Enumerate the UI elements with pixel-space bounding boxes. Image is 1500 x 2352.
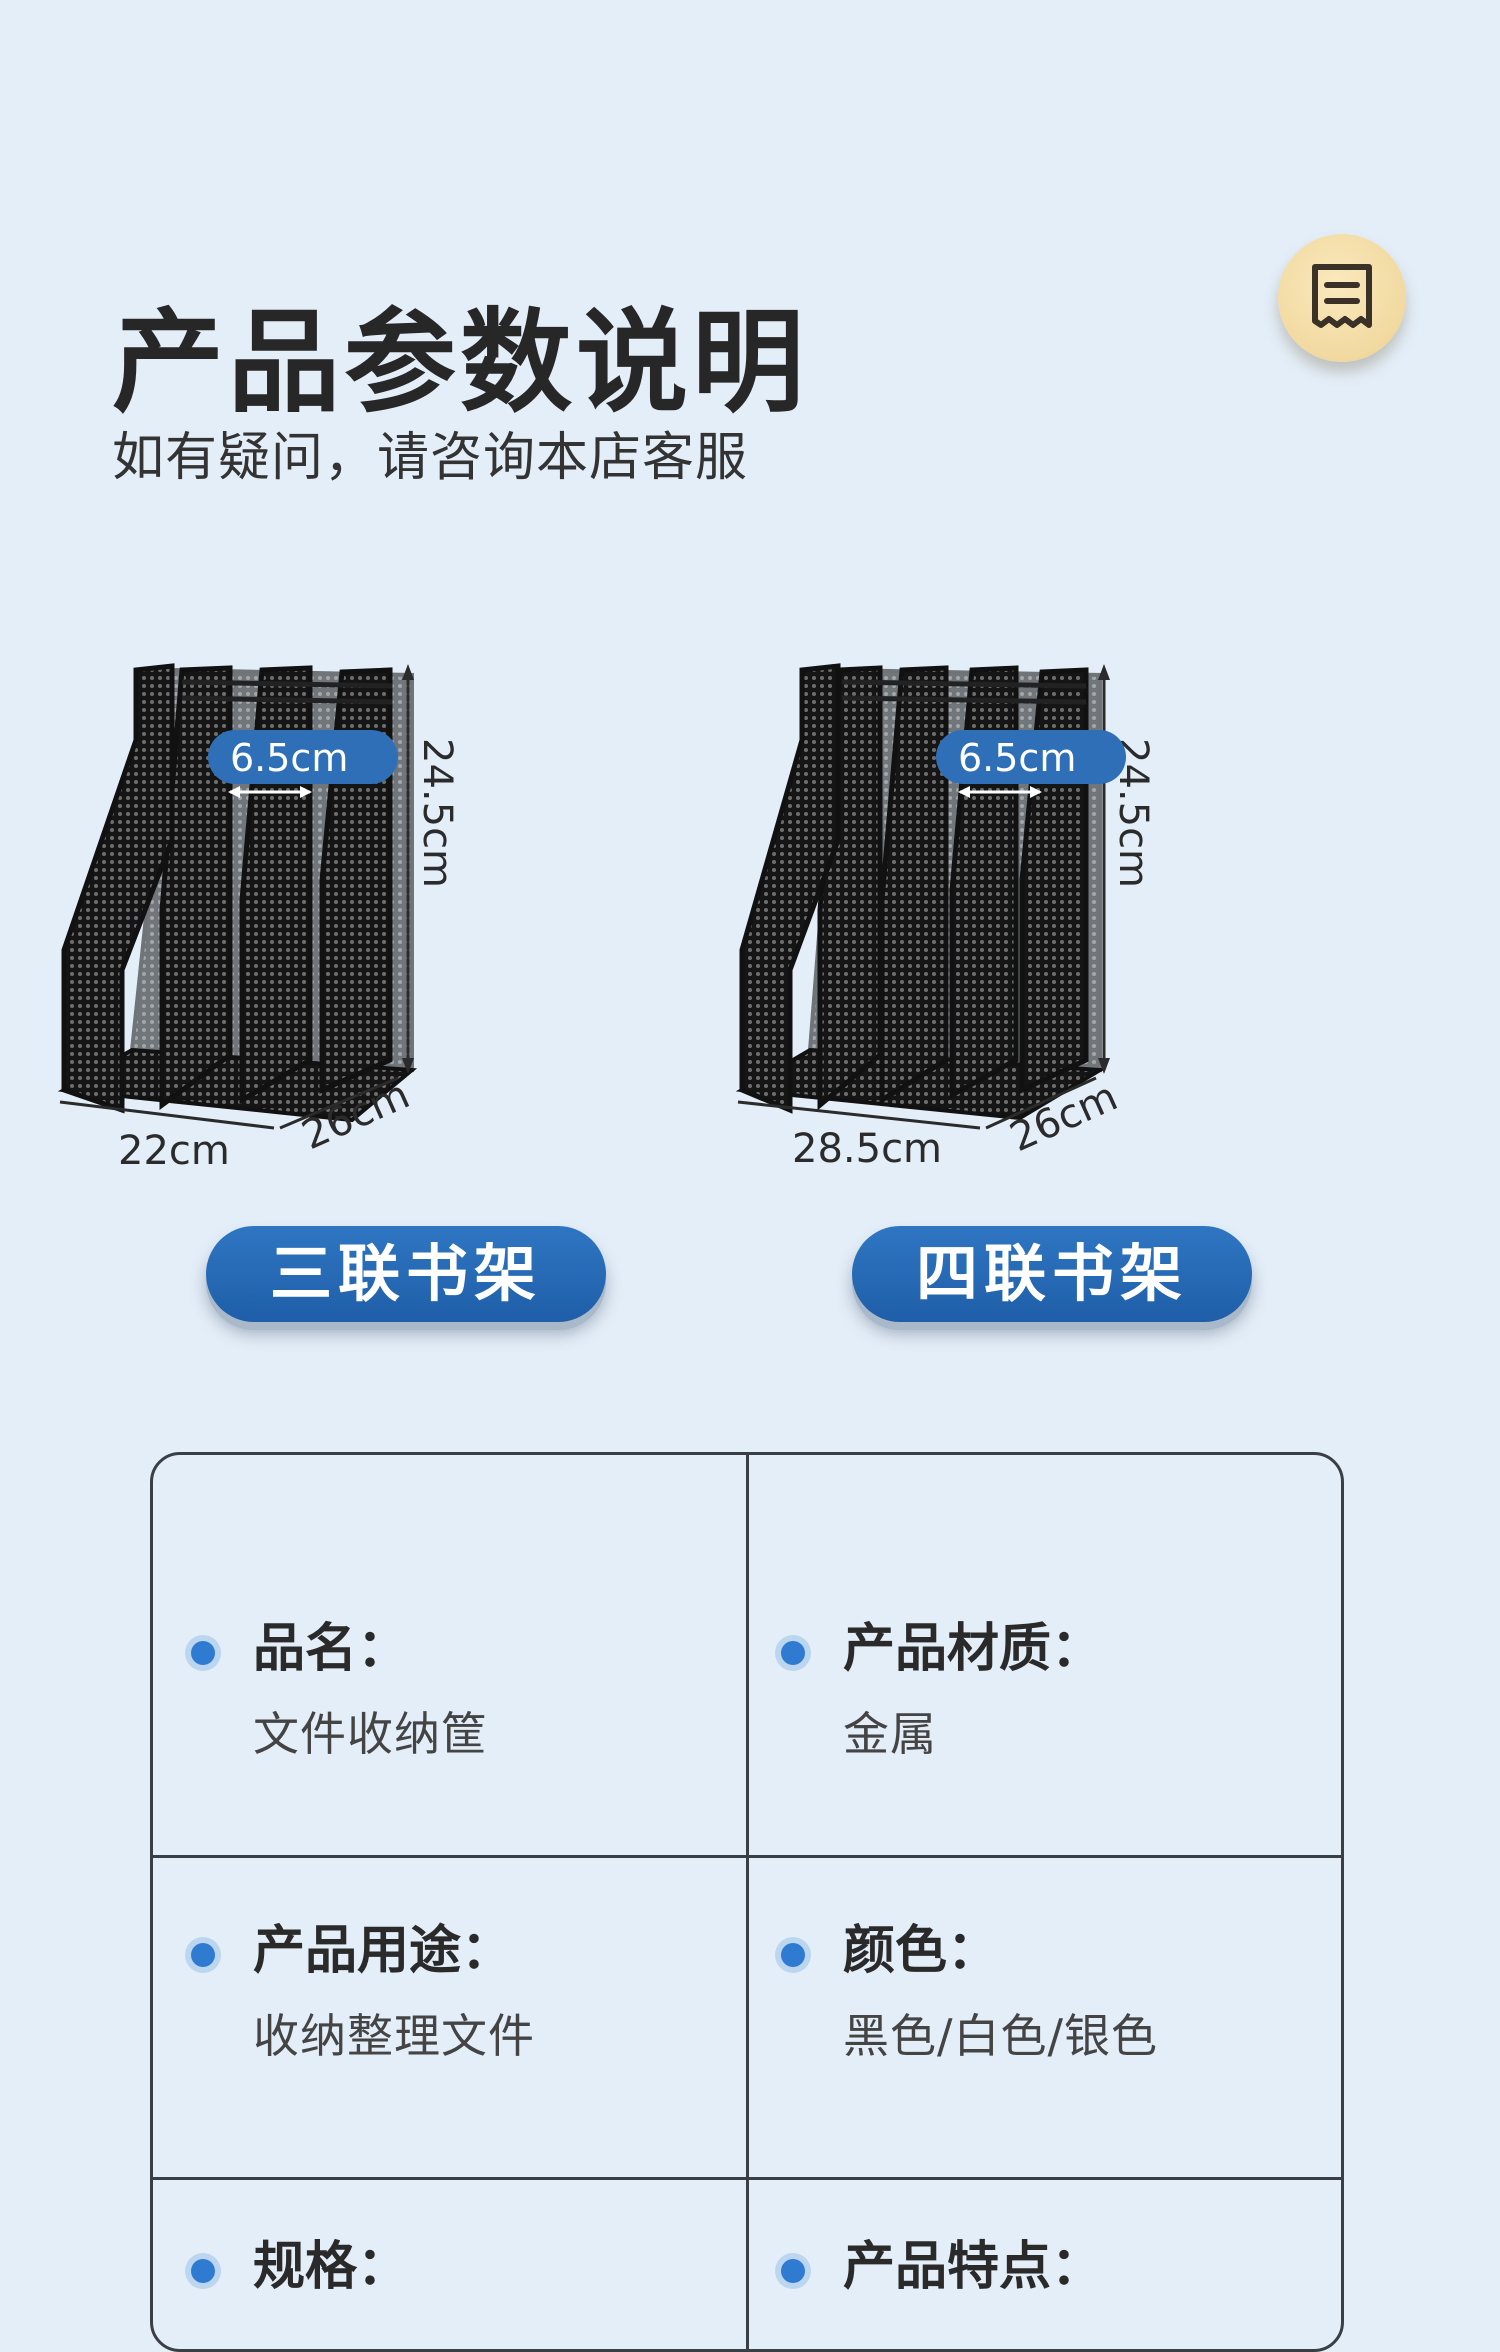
bullet-dot-icon	[191, 2259, 215, 2283]
receipt-badge[interactable]	[1278, 234, 1406, 362]
bullet-dot-icon	[191, 1943, 215, 1967]
slot-width-label: 6.5cm	[230, 736, 348, 780]
bullet-dot-icon	[191, 1641, 215, 1665]
table-row-divider	[153, 2177, 1341, 2180]
product-label-four[interactable]: 四联书架	[852, 1226, 1252, 1322]
product-image-three: 24.5cm 22cm 26cm 6.5cm	[52, 650, 672, 1210]
height-dimension: 24.5cm	[414, 738, 460, 888]
bullet-dot-icon	[781, 1641, 805, 1665]
spec-label: 产品特点：	[843, 2237, 1104, 2297]
width-dimension: 28.5cm	[792, 1126, 942, 1172]
width-dimension: 22cm	[118, 1128, 230, 1174]
receipt-icon	[1312, 264, 1372, 328]
page-subtitle: 如有疑问，请咨询本店客服	[112, 428, 749, 488]
table-column-divider	[746, 1455, 749, 2349]
spec-label: 规格：	[253, 2237, 410, 2297]
spec-label: 产品用途：	[253, 1921, 514, 1981]
bullet-dot-icon	[781, 1943, 805, 1967]
spec-value: 收纳整理文件	[253, 2009, 535, 2063]
spec-label: 品名：	[253, 1619, 410, 1679]
spec-value: 文件收纳筐	[253, 1707, 488, 1761]
spec-value: 黑色/白色/银色	[843, 2009, 1158, 2063]
spec-table: 品名： 文件收纳筐 产品材质： 金属 产品用途： 收纳整理文件 颜色： 黑色/白…	[150, 1452, 1344, 2352]
spec-label: 产品材质：	[843, 1619, 1104, 1679]
bullet-dot-icon	[781, 2259, 805, 2283]
product-image-four: 24.5cm 28.5cm 26cm 6.5cm	[730, 650, 1350, 1210]
spec-label: 颜色：	[843, 1921, 1000, 1981]
spec-value: 金属	[843, 1707, 937, 1761]
page-title: 产品参数说明	[112, 298, 808, 429]
slot-width-label: 6.5cm	[958, 736, 1076, 780]
table-row-divider	[153, 1855, 1341, 1858]
product-label-three[interactable]: 三联书架	[206, 1226, 606, 1322]
